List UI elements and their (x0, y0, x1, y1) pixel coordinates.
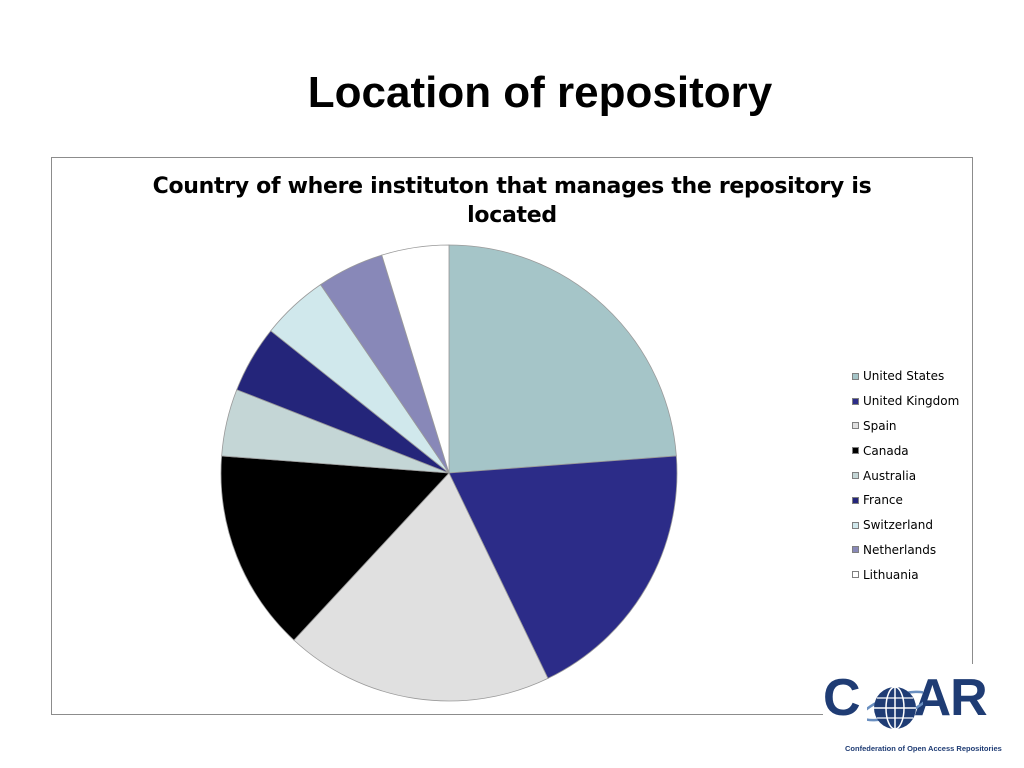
logo-caption: Confederation of Open Access Repositorie… (845, 744, 1002, 753)
legend-label: Spain (863, 418, 897, 433)
legend-label: Canada (863, 443, 909, 458)
legend-item-france: France (852, 488, 970, 513)
legend-swatch (852, 571, 859, 579)
legend-swatch (852, 422, 859, 430)
legend-swatch (852, 546, 859, 554)
chart-title: Country of where instituton that manages… (152, 174, 872, 228)
legend-item-lithuania: Lithuania (852, 562, 970, 587)
pie-slice-spain (293, 472, 549, 702)
legend-item-australia: Australia (852, 463, 970, 488)
legend-label: Australia (863, 468, 917, 483)
legend-swatch (852, 496, 859, 504)
slide-title: Location of repository (307, 68, 773, 117)
pie-slice-united-states (448, 244, 677, 474)
pie-slice-united-kingdom (448, 455, 678, 679)
legend-label: United States (863, 369, 945, 384)
legend-item-netherlands: Netherlands (852, 538, 970, 563)
pie-slice-canada (220, 455, 450, 641)
globe-icon (867, 686, 923, 730)
legend-label: Lithuania (863, 567, 919, 582)
legend-swatch (852, 521, 859, 529)
legend-swatch (852, 372, 859, 380)
pie-slice-lithuania (381, 244, 450, 474)
legend-item-spain: Spain (852, 414, 970, 439)
legend-swatch (852, 472, 859, 480)
legend-label: Switzerland (863, 518, 933, 533)
legend-swatch (852, 397, 859, 405)
legend-swatch (852, 447, 859, 455)
legend-label: Netherlands (863, 542, 937, 557)
legend-item-canada: Canada (852, 438, 970, 463)
chart-area: Country of where instituton that manages… (51, 157, 973, 715)
legend-item-united-states: United States (852, 364, 970, 389)
pie-chart (220, 244, 678, 702)
legend-label: United Kingdom (863, 394, 960, 409)
legend-item-united-kingdom: United Kingdom (852, 389, 970, 414)
legend-item-switzerland: Switzerland (852, 513, 970, 538)
legend-label: France (863, 493, 903, 508)
